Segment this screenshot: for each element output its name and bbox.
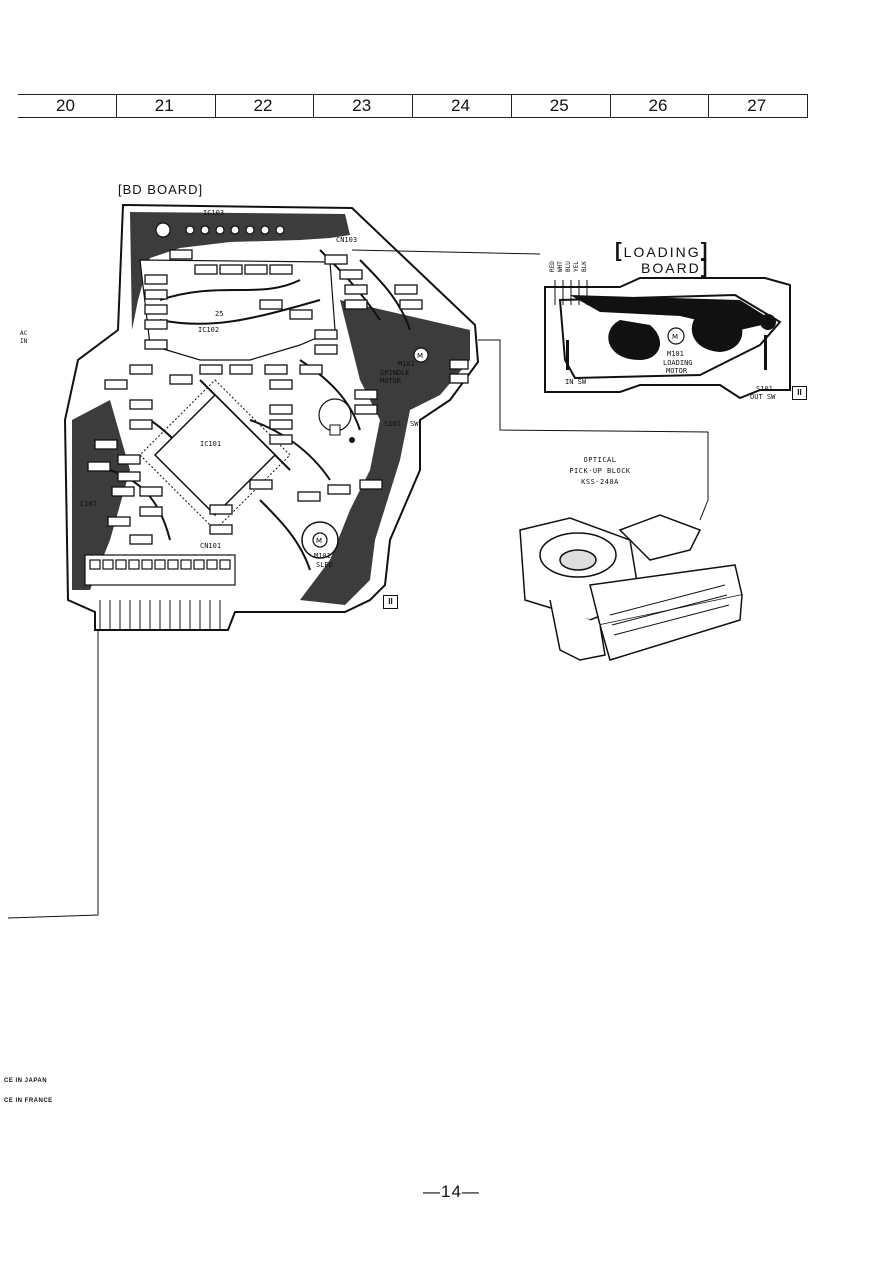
cn101-label: CN101 [200,542,222,550]
pickup-line2: PICK-UP BLOCK [569,467,631,475]
spindle-motor-symbol [413,347,429,363]
optical-pickup-illustration [519,514,743,661]
wire-blu: BLU [565,261,572,272]
cn101-connector [84,554,236,586]
s101-label: S101 [384,420,401,428]
spindle-motor-ref: M102 [398,360,415,368]
pickup-label: OPTICAL PICK-UP BLOCK KSS-240A [555,455,645,488]
loading-board-side-badge: II [792,386,807,400]
s101-sw-label: SW [410,420,419,428]
loading-motor-ref: M101 [667,350,684,358]
wire-wht: WHT [557,261,564,272]
c107-label: C107 [80,500,97,508]
grid-column-20: 20 [56,96,75,115]
loading-motor-label-2: MOTOR [666,367,688,375]
out-sw-label: OUT SW [750,393,776,401]
loading-motor-label-1: LOADING [663,359,693,367]
grid-reference-row: 20 21 22 23 24 25 26 27 [18,94,808,118]
made-in-france-text: CE IN FRANCE [4,1098,53,1104]
page-number: —14— [423,1182,480,1201]
wire-blk: BLK [581,261,588,272]
made-in-japan-text: CE IN JAPAN [4,1078,48,1084]
loading-board-outline: M [544,277,791,400]
svg-text:M: M [417,352,423,360]
grid-column-26: 26 [609,95,709,117]
s191-label: S101 [756,385,773,393]
loading-title-line2: BOARD [641,260,701,276]
sled-motor-label: SLED [316,561,333,569]
in-label: IN [20,338,28,345]
grid-column-25: 25 [510,95,610,117]
sled-motor-ref: M101 [314,552,331,560]
ac-label: AC [20,330,28,337]
ic101-label: IC101 [200,440,222,448]
wire-red: RED [549,261,556,272]
svg-text:M: M [316,537,322,545]
wire-yel: YEL [573,261,580,272]
loading-board-title: [LOADING] BOARD] [615,240,710,278]
grid-column-22: 22 [214,95,314,117]
grid-column-21: 21 [115,95,215,117]
grid-column-23: 23 [313,95,412,117]
bd-board-side-badge: II [383,595,398,609]
grid-column-24: 24 [412,95,511,117]
pickup-line1: OPTICAL [583,456,617,464]
ic103-label: IC103 [203,209,225,217]
svg-text:M: M [672,333,678,341]
grid-column-27: 27 [708,95,808,117]
pickup-line3: KSS-240A [581,478,619,486]
ic102-pin-label: 25 [215,310,224,318]
loading-title-line1: LOADING [623,244,701,260]
spindle-motor-label: SPINDLE MOTOR [380,369,410,385]
ic102-label: IC102 [198,326,220,334]
in-sw-label: IN SW [565,378,587,386]
cn103-label: CN103 [336,236,358,244]
bd-board-title: [BD BOARD] [118,182,204,197]
